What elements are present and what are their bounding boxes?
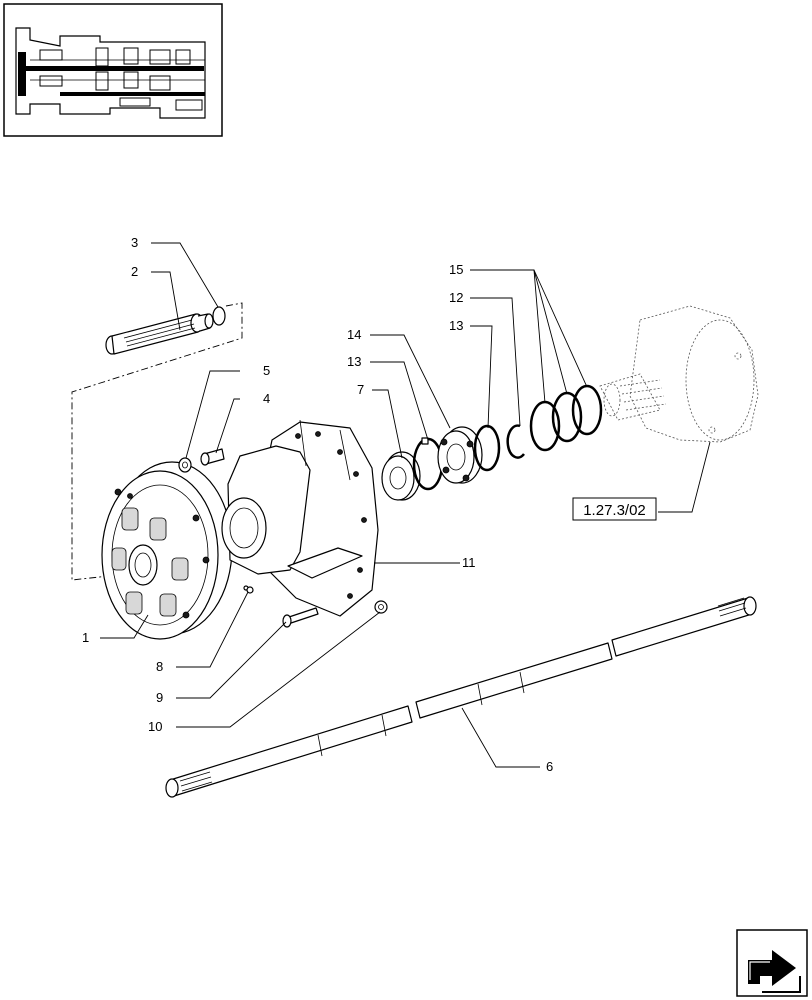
callout-3[interactable]: 3 bbox=[131, 235, 138, 250]
part-3-o-ring[interactable] bbox=[212, 306, 226, 326]
transmission-section-icon bbox=[15, 27, 206, 119]
callout-13b[interactable]: 13 bbox=[449, 318, 463, 333]
part-8-dowel[interactable] bbox=[246, 586, 254, 594]
reference-link-text[interactable]: 1.27.3/02 bbox=[583, 502, 646, 519]
reference-assembly-ghost bbox=[599, 305, 759, 443]
part-9-pin[interactable] bbox=[282, 607, 319, 628]
part-7-seal[interactable] bbox=[381, 451, 421, 501]
arrow-icon bbox=[748, 950, 801, 993]
callout-11[interactable]: 11 bbox=[462, 555, 476, 570]
part-11-housing[interactable] bbox=[221, 419, 379, 617]
next-page-nav-button[interactable] bbox=[736, 929, 808, 997]
part-4-bolt[interactable] bbox=[200, 448, 225, 466]
part-5-washer[interactable] bbox=[178, 457, 192, 473]
callout-labels: 3 2 5 4 1 11 8 9 10 7 13 14 13 12 15 6 bbox=[82, 235, 553, 774]
part-12-circlip[interactable] bbox=[506, 424, 525, 459]
callout-10[interactable]: 10 bbox=[148, 719, 162, 734]
part-6-axle-shaft[interactable] bbox=[165, 596, 757, 798]
part-10-plug[interactable] bbox=[374, 600, 388, 614]
transmission-thumbnail[interactable] bbox=[3, 3, 223, 137]
part-2-splined-shaft[interactable] bbox=[105, 313, 214, 355]
part-15-shim-rings[interactable] bbox=[529, 384, 603, 452]
callout-12[interactable]: 12 bbox=[449, 290, 463, 305]
callout-5[interactable]: 5 bbox=[263, 363, 270, 378]
callout-14[interactable]: 14 bbox=[347, 327, 361, 342]
callout-13a[interactable]: 13 bbox=[347, 354, 361, 369]
callout-9[interactable]: 9 bbox=[156, 690, 163, 705]
callout-4[interactable]: 4 bbox=[263, 391, 270, 406]
reference-link-box[interactable]: 1.27.3/02 bbox=[572, 497, 657, 521]
part-1-coupling-disc[interactable] bbox=[101, 461, 233, 640]
callout-8[interactable]: 8 bbox=[156, 659, 163, 674]
assembly-centerline bbox=[71, 302, 243, 581]
callout-1[interactable]: 1 bbox=[82, 630, 89, 645]
callout-7[interactable]: 7 bbox=[357, 382, 364, 397]
callout-2[interactable]: 2 bbox=[131, 264, 138, 279]
leader-lines bbox=[100, 242, 711, 768]
callout-15[interactable]: 15 bbox=[449, 262, 463, 277]
part-13-snap-ring-a[interactable] bbox=[412, 437, 444, 491]
part-13-snap-ring-b[interactable] bbox=[473, 424, 501, 472]
callout-6[interactable]: 6 bbox=[546, 759, 553, 774]
part-14-bearing[interactable] bbox=[437, 426, 483, 484]
